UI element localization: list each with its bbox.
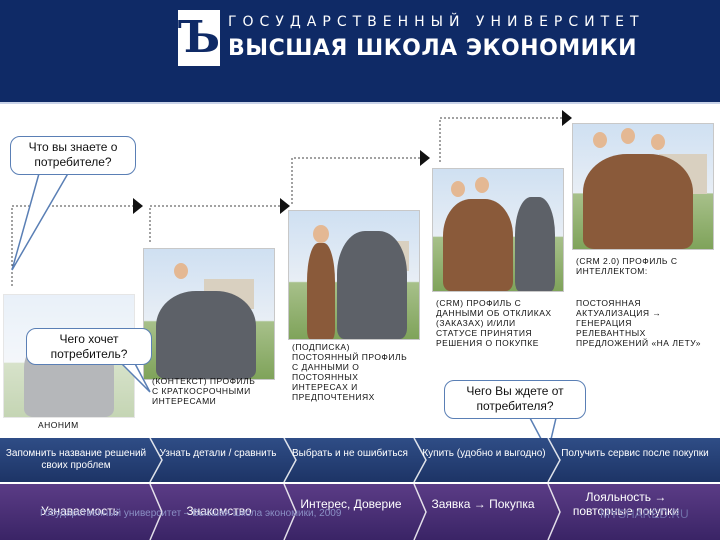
bubble-consumer-wants: Чего хочет потребитель? bbox=[26, 328, 152, 365]
step-connector-3 bbox=[291, 157, 420, 204]
phase-1: Узнаваемость bbox=[40, 504, 119, 518]
stage-4-photo bbox=[432, 168, 564, 292]
silhouette-group bbox=[337, 231, 407, 339]
consumer-goals-bar: Запомнить название решений своих проблем… bbox=[0, 438, 720, 482]
chevron-right-icon bbox=[547, 483, 561, 540]
person-face bbox=[451, 181, 465, 197]
chevron-right-icon bbox=[547, 437, 561, 483]
step-connector-1 bbox=[11, 205, 133, 286]
phase-3: Интерес, Доверие bbox=[300, 497, 402, 511]
step-connector-4 bbox=[439, 117, 562, 162]
stage-1-label: АНОНИМ bbox=[38, 420, 79, 430]
stage-4-label: (CRM) ПРОФИЛЬ С ДАННЫМИ ОБ ОТКЛИКАХ (ЗАК… bbox=[436, 298, 552, 348]
stage-5-label-top: (CRM 2.0) ПРОФИЛЬ С ИНТЕЛЛЕКТОМ: bbox=[576, 256, 678, 276]
stage-5-label: ПОСТОЯННАЯ АКТУАЛИЗАЦИЯ → ГЕНЕРАЦИЯ РЕЛЕ… bbox=[576, 298, 702, 348]
phase-2: Знакомство bbox=[186, 504, 252, 518]
watermark: MYSHARED.RU bbox=[600, 507, 689, 521]
chevron-right-icon bbox=[283, 483, 297, 540]
chevron-right-icon bbox=[149, 437, 163, 483]
chevron-right-icon bbox=[413, 483, 427, 540]
stage-2-photo bbox=[143, 248, 275, 380]
arrow-right-icon bbox=[562, 110, 572, 126]
phase-4: Заявка → Покупка bbox=[431, 497, 535, 511]
university-name-bottom: ВЫСШАЯ ШКОЛА ЭКОНОМИКИ bbox=[228, 36, 637, 61]
silhouette-group bbox=[156, 291, 256, 379]
goal-5: Получить сервис после покупки bbox=[561, 448, 709, 459]
goal-1: Запомнить название решений своих проблем bbox=[5, 448, 147, 471]
family-image bbox=[443, 199, 513, 291]
arrow-right-icon bbox=[133, 198, 143, 214]
arrow-right-icon bbox=[280, 198, 290, 214]
person-face bbox=[621, 128, 635, 144]
goal-3: Выбрать и не ошибиться bbox=[292, 448, 408, 459]
stage-3-label: (ПОДПИСКА) ПОСТОЯННЫЙ ПРОФИЛЬ С ДАННЫМИ … bbox=[292, 342, 408, 402]
stage-3-photo bbox=[288, 210, 420, 340]
relationship-phases-bar: Узнаваемость Знакомство Интерес, Доверие… bbox=[0, 484, 720, 540]
arrow-right-icon bbox=[420, 150, 430, 166]
goal-2: Узнать детали / сравнить bbox=[159, 448, 277, 459]
person-face bbox=[475, 177, 489, 193]
person-face bbox=[593, 132, 607, 148]
university-logo: Ъ bbox=[178, 10, 220, 66]
stage-5-photo bbox=[572, 123, 714, 250]
header-divider bbox=[0, 102, 720, 104]
logo-emblem: Ъ bbox=[178, 12, 221, 63]
university-header: Ъ ГОСУДАРСТВЕННЫЙ УНИВЕРСИТЕТ ВЫСШАЯ ШКО… bbox=[0, 0, 720, 102]
family-image bbox=[583, 154, 693, 249]
university-name-top: ГОСУДАРСТВЕННЫЙ УНИВЕРСИТЕТ bbox=[228, 14, 645, 30]
bubble-what-you-expect: Чего Вы ждете от потребителя? bbox=[444, 380, 586, 419]
copyright-footer: Государственный университет – Высшая шко… bbox=[40, 508, 342, 519]
goal-4: Купить (удобно и выгодно) bbox=[422, 448, 546, 459]
chevron-right-icon bbox=[413, 437, 427, 483]
person-face bbox=[174, 263, 188, 279]
person-face bbox=[651, 134, 665, 150]
person-image bbox=[307, 243, 335, 339]
person-face bbox=[313, 225, 329, 243]
chevron-right-icon bbox=[283, 437, 297, 483]
bubble-what-you-know: Что вы знаете о потребителе? bbox=[10, 136, 136, 175]
phase-5: Лояльность → повторные покупки bbox=[572, 490, 680, 518]
chevron-right-icon bbox=[149, 483, 163, 540]
step-connector-2 bbox=[149, 205, 280, 242]
stage-2-label: (КОНТЕКСТ) ПРОФИЛЬ С КРАТКОСРОЧНЫМИ ИНТЕ… bbox=[152, 376, 256, 406]
silhouette-image bbox=[515, 197, 555, 291]
